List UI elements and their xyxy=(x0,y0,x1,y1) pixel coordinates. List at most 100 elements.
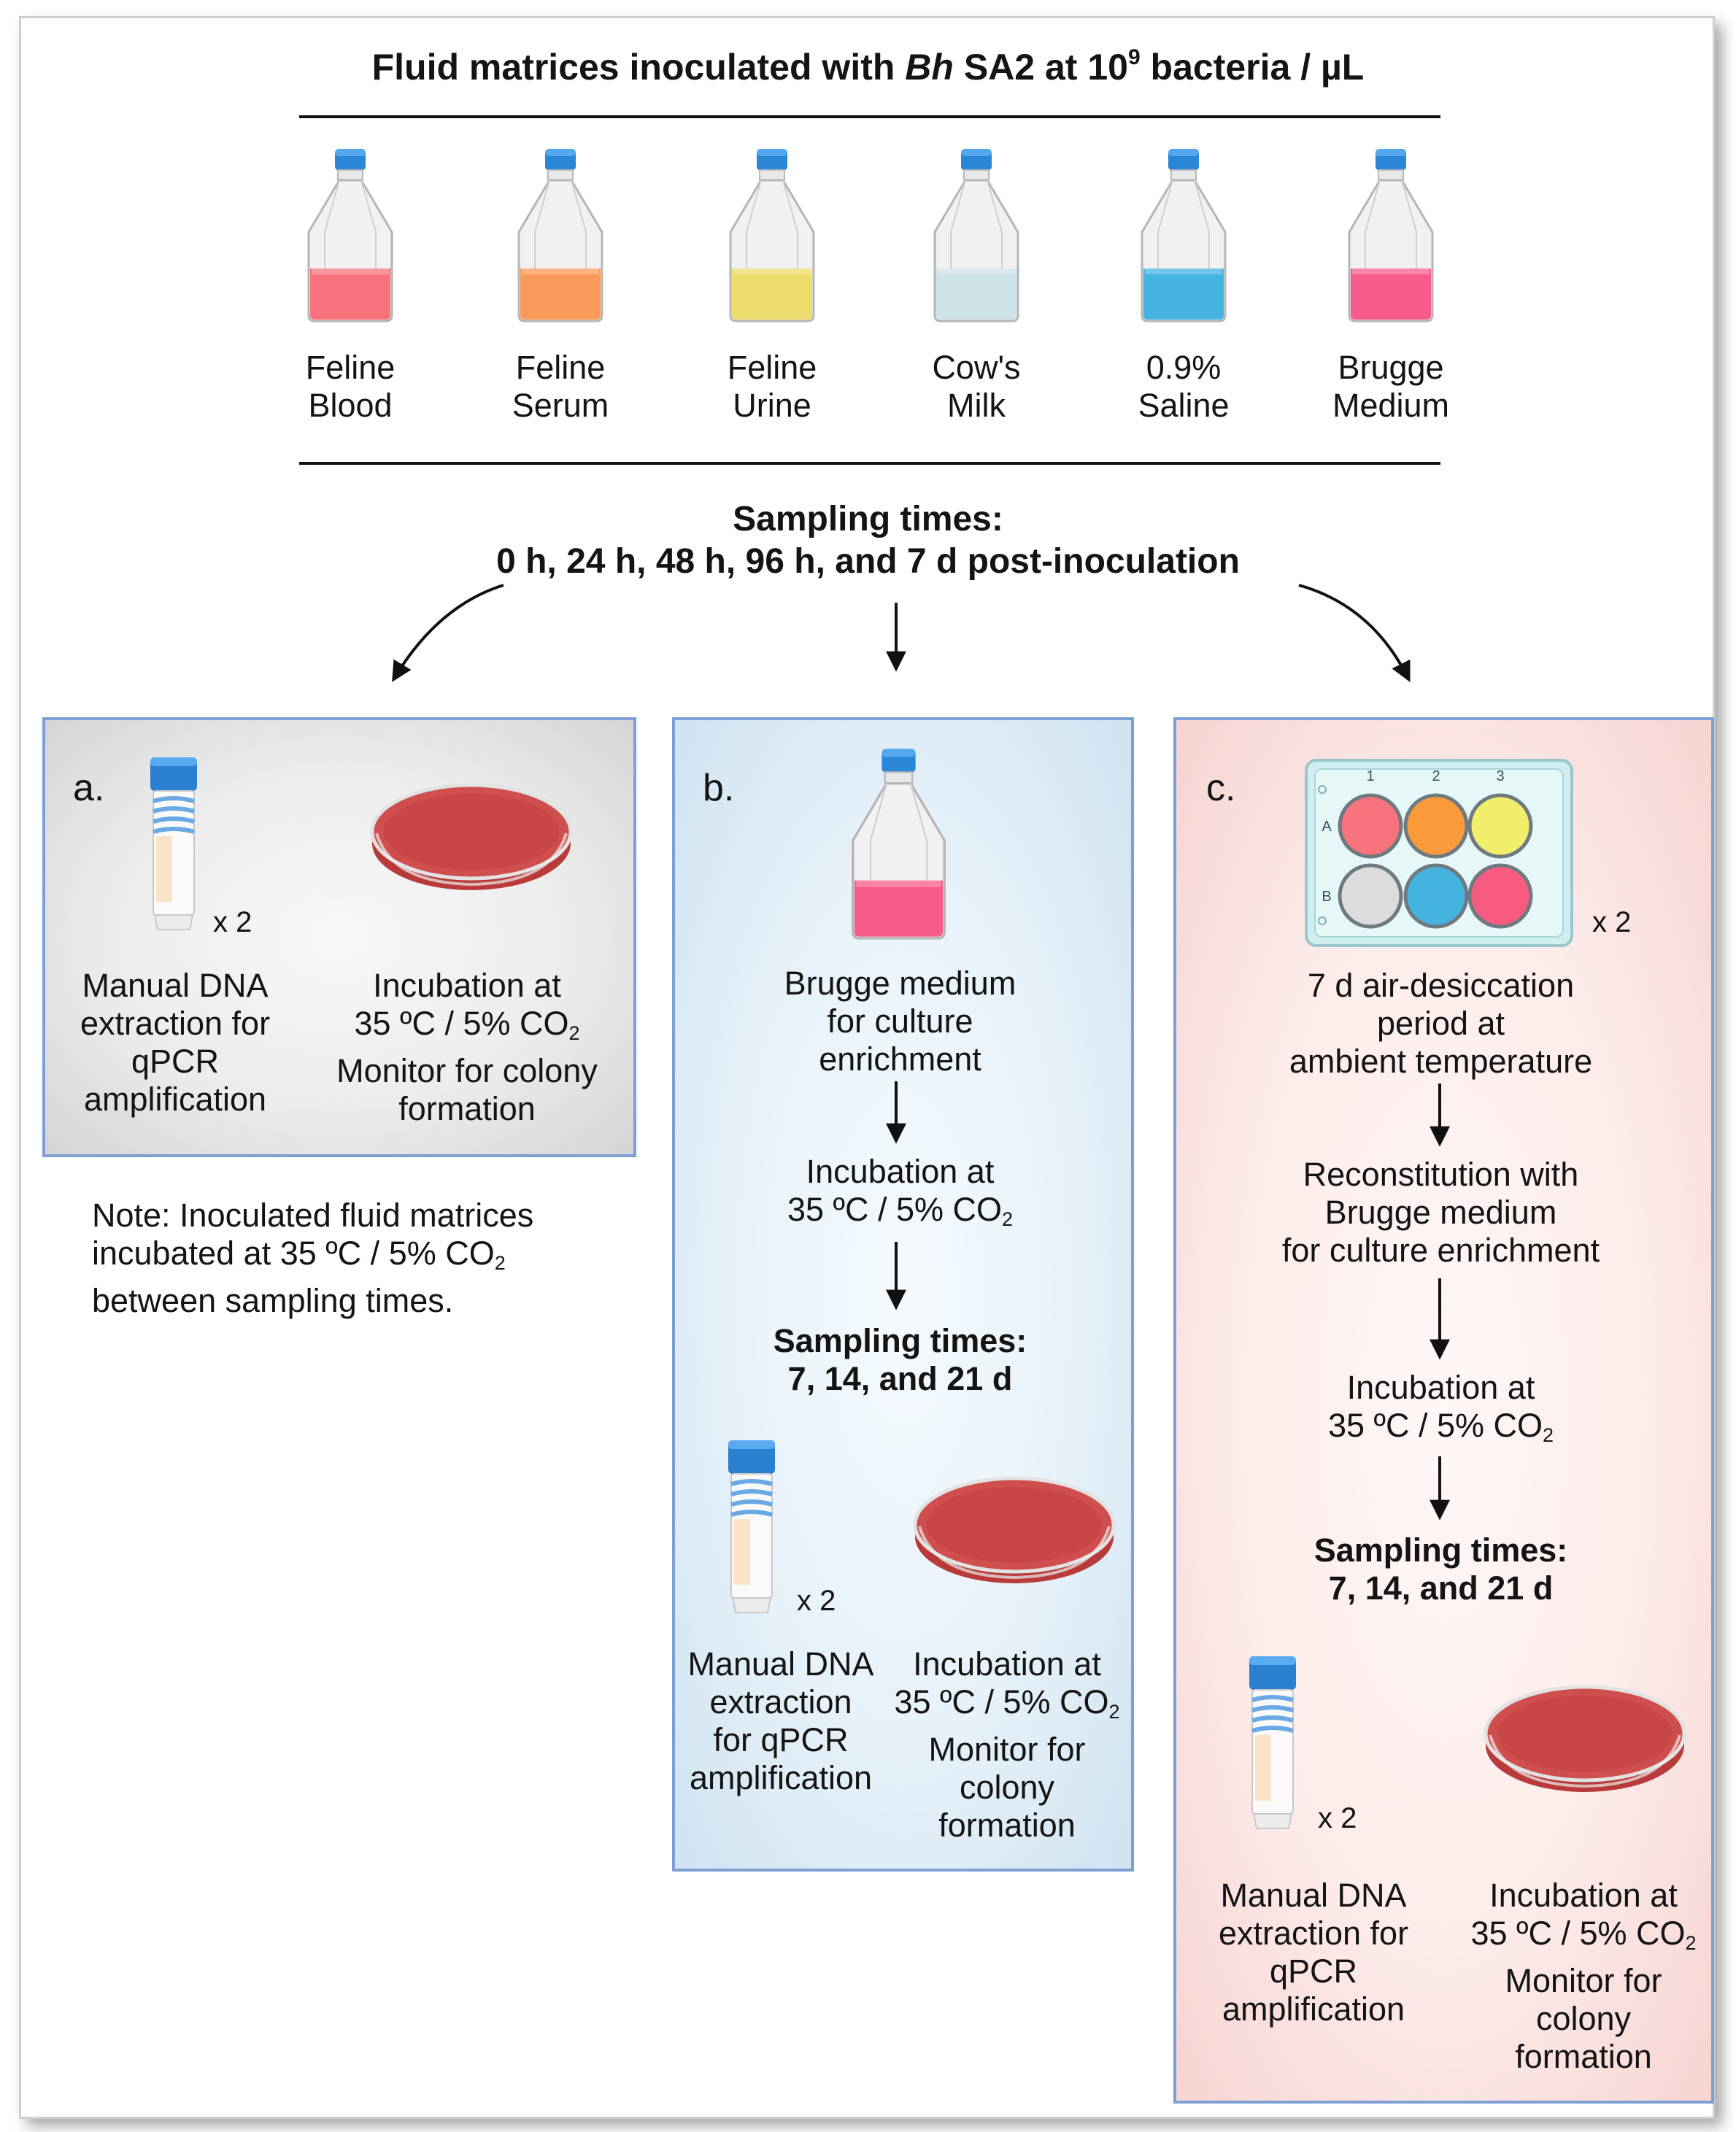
panel-a-incubation-text: Incubation at 35 ºC / 5% CO2 Monitor for… xyxy=(321,967,613,1128)
panel-a-x2: x 2 xyxy=(213,906,252,938)
panel-c-dna-text: Manual DNA extraction for qPCR amplifica… xyxy=(1197,1877,1430,2028)
matrix-label-line: Blood xyxy=(308,387,393,424)
arrow-to-panel-a xyxy=(392,584,504,682)
panel-a xyxy=(42,717,636,1157)
panel-b-letter: b. xyxy=(703,767,735,809)
matrix-label-line: Feline xyxy=(515,349,606,386)
top-rule xyxy=(299,115,1440,118)
panel-c-sampling-line: 7, 14, and 21 d xyxy=(1328,1569,1554,1607)
note-line: Note: Inoculated fluid matrices xyxy=(92,1197,534,1234)
panel-a-dna-line: amplification xyxy=(83,1081,267,1118)
plate-column-label: 2 xyxy=(1432,768,1440,784)
culture-flask-icon xyxy=(846,746,951,946)
panel-c-recon-line: for culture enrichment xyxy=(1281,1232,1600,1269)
plate-row-label: B xyxy=(1322,889,1331,905)
panel-c-co2-sub2: 2 xyxy=(1685,1931,1697,1954)
petri-dish-icon xyxy=(912,1467,1116,1594)
panel-b-monitor-line: colony xyxy=(959,1768,1055,1806)
panel-a-dna-line: qPCR xyxy=(131,1043,220,1080)
plate-column-label: 1 xyxy=(1366,768,1374,784)
panel-b-x2: x 2 xyxy=(797,1585,836,1617)
panel-c-temp2: 35 ºC / 5% CO xyxy=(1470,1915,1686,1952)
matrix-label-line: Cow's xyxy=(932,349,1021,386)
panel-b-temp2-line: 35 ºC / 5% CO2 xyxy=(890,1683,1124,1731)
panel-b-sampling-line: 7, 14, and 21 d xyxy=(787,1360,1013,1397)
panel-c-reconstitution-text: Reconstitution with Brugge medium for cu… xyxy=(1173,1156,1708,1270)
plate-well xyxy=(1338,863,1403,929)
panel-c-sampling-text: Sampling times: 7, 14, and 21 d xyxy=(1173,1532,1708,1607)
panel-c-desiccation-text: 7 d air-desiccation period at ambient te… xyxy=(1173,967,1708,1081)
bottom-rule xyxy=(299,462,1440,465)
matrix-label-line: Brugge xyxy=(1338,349,1444,386)
note-co2-sub: 2 xyxy=(494,1251,506,1274)
matrix-label-line: Feline xyxy=(727,349,817,386)
panel-c-temp-line: 35 ºC / 5% CO2 xyxy=(1173,1407,1708,1454)
matrix-label-line: Serum xyxy=(512,387,609,424)
panel-c-monitor-line: formation xyxy=(1515,2037,1652,2075)
panel-c xyxy=(1173,717,1714,2104)
panel-b-dna-line: extraction xyxy=(709,1683,852,1720)
plate-well xyxy=(1403,863,1469,929)
panel-c-dna-line: qPCR xyxy=(1269,1953,1358,1990)
culture-flask-icon xyxy=(1136,146,1231,328)
title-text-1: Fluid matrices inoculated with xyxy=(371,47,906,88)
matrix-label-line: Medium xyxy=(1332,387,1450,424)
panel-c-desiccation-line: 7 d air-desiccation xyxy=(1307,967,1575,1004)
sampling-times-list: 0 h, 24 h, 48 h, 96 h, and 7 d post-inoc… xyxy=(496,542,1240,581)
panel-b-dna-line: Manual DNA xyxy=(687,1645,874,1683)
arrow-to-panel-c xyxy=(1298,584,1411,683)
panel-b-incubation-text: Incubation at 35 ºC / 5% CO2 xyxy=(672,1153,1128,1238)
note-line: incubated at 35 ºC / 5% CO2 xyxy=(92,1235,533,1282)
panel-a-monitor-line: formation xyxy=(398,1089,536,1127)
panel-b-co2-sub: 2 xyxy=(1002,1208,1014,1230)
plate-well xyxy=(1467,863,1533,929)
panel-b-monitor-line: Monitor for xyxy=(928,1730,1086,1768)
panel-c-temp2-line: 35 ºC / 5% CO2 xyxy=(1459,1915,1708,1962)
panel-b-monitor-line: formation xyxy=(938,1806,1076,1844)
panel-a-temp: 35 ºC / 5% CO xyxy=(354,1005,569,1042)
panel-b-temp-line: 35 ºC / 5% CO2 xyxy=(672,1191,1128,1238)
panel-b-brugge-line: Brugge medium xyxy=(784,965,1016,1002)
panel-a-incubation-line: Incubation at xyxy=(373,967,561,1004)
panel-c-temp: 35 ºC / 5% CO xyxy=(1327,1407,1543,1444)
panel-c-recon-line: Reconstitution with xyxy=(1303,1156,1579,1193)
panel-a-temp-line: 35 ºC / 5% CO2 xyxy=(321,1005,613,1052)
panel-b-dna-line: for qPCR xyxy=(713,1721,849,1758)
panel-c-dna-line: amplification xyxy=(1222,1990,1405,2028)
title-superscript: 9 xyxy=(1127,45,1141,69)
culture-flask-icon xyxy=(303,146,398,328)
note-temp: incubated at 35 ºC / 5% CO xyxy=(92,1235,495,1272)
panel-c-recon-line: Brugge medium xyxy=(1324,1194,1557,1231)
cryovial-icon xyxy=(143,756,204,942)
title-text-2: SA2 at 10 xyxy=(953,47,1128,88)
panel-c-desiccation-line: period at xyxy=(1376,1005,1505,1042)
matrix-label: 0.9%Saline xyxy=(1074,349,1293,425)
panel-b-co2-sub2: 2 xyxy=(1108,1700,1120,1723)
cryovial-icon xyxy=(721,1439,782,1625)
panel-c-dna-line: extraction for xyxy=(1218,1915,1409,1952)
plate-well xyxy=(1338,793,1403,859)
panel-b-brugge-text: Brugge medium for culture enrichment xyxy=(672,965,1128,1078)
panel-b-sampling-text: Sampling times: 7, 14, and 21 d xyxy=(672,1322,1128,1398)
panel-c-dna-line: Manual DNA xyxy=(1220,1877,1407,1914)
note-text: Note: Inoculated fluid matrices incubate… xyxy=(92,1197,533,1320)
panel-b-dna-line: amplification xyxy=(689,1759,873,1796)
culture-flask-icon xyxy=(929,146,1024,328)
plate-row-label: A xyxy=(1322,819,1332,835)
panel-a-dna-line: extraction for xyxy=(80,1005,271,1042)
panel-a-letter: a. xyxy=(73,767,105,809)
panel-c-inc2-line: Incubation at xyxy=(1489,1877,1678,1914)
matrix-label-line: Saline xyxy=(1138,387,1230,424)
matrix-label-line: Urine xyxy=(733,387,811,424)
title-text-3: bacteria / µL xyxy=(1140,47,1365,88)
culture-flask-icon xyxy=(725,146,819,328)
panel-c-co2-sub: 2 xyxy=(1543,1424,1554,1446)
panel-c-x2: x 2 xyxy=(1592,906,1632,938)
panel-b-sampling-line: Sampling times: xyxy=(773,1322,1027,1359)
